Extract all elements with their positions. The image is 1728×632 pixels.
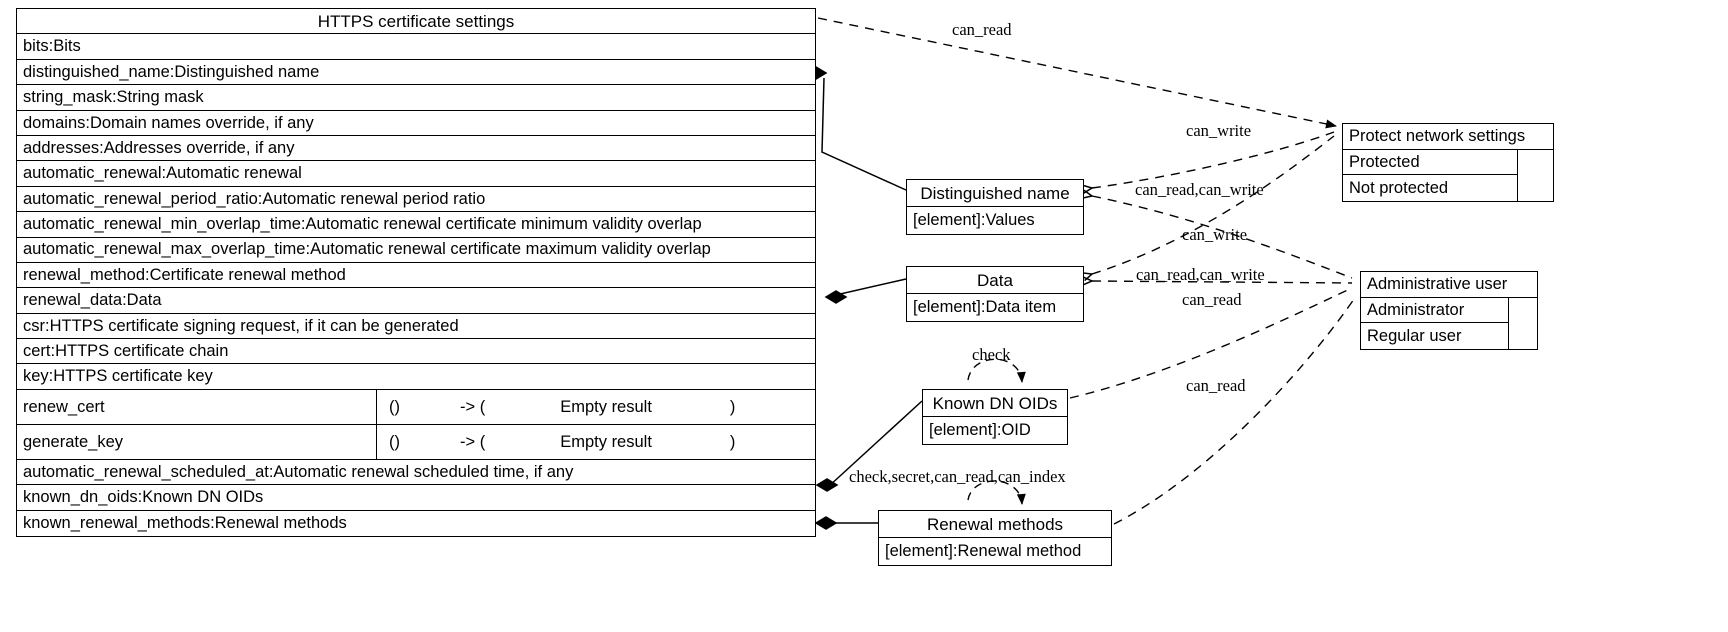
enum-value: Protected (1343, 149, 1518, 175)
composition-data (824, 278, 907, 304)
class-title: HTTPS certificate settings (17, 9, 815, 35)
edge-label-check-secret-renewal: check,secret,can_read,can_index (849, 467, 1066, 486)
attribute-row: distinguished_name:Distinguished name (17, 59, 815, 86)
attribute-row: csr:HTTPS certificate signing request, i… (17, 313, 815, 340)
edge-label-can-read-oids: can_read (1186, 376, 1246, 395)
class-distinguished-name[interactable]: Distinguished name [element]:Values (906, 179, 1084, 235)
attribute-row: [element]:Data item (907, 294, 1083, 321)
composition-renewal-methods (814, 516, 878, 530)
attribute-row: string_mask:String mask (17, 85, 815, 111)
class-data[interactable]: Data [element]:Data item (906, 266, 1084, 322)
attribute-row: domains:Domain names override, if any (17, 110, 815, 136)
operation-row: generate_key () -> ( Empty result ) (17, 424, 815, 460)
attribute-row: [element]:OID (923, 417, 1067, 444)
dep-main-protect-can-read (817, 17, 1337, 129)
operation-result: Empty result (560, 397, 652, 416)
class-https-certificate-settings[interactable]: HTTPS certificate settings bits:Bits dis… (16, 8, 816, 538)
edge-label-check-oids: check (972, 345, 1011, 364)
enum-value: Administrator (1361, 297, 1509, 323)
edge-label-can-read-can-write-dn: can_read,can_write (1135, 180, 1264, 199)
attribute-row: known_renewal_methods:Renewal methods (17, 510, 815, 537)
enum-value: Not protected (1343, 175, 1518, 201)
edge-label-can-read-can-write-data: can_read,can_write (1136, 265, 1265, 284)
attribute-row: [element]:Values (907, 207, 1083, 234)
attribute-row: automatic_renewal:Automatic renewal (17, 161, 815, 187)
class-title: Administrative user (1361, 272, 1537, 298)
attribute-row: automatic_renewal_max_overlap_time:Autom… (17, 237, 815, 263)
edge-label-can-write: can_write (1186, 121, 1252, 140)
operation-close: ) (729, 397, 736, 416)
class-known-dn-oids[interactable]: Known DN OIDs [element]:OID (922, 389, 1068, 445)
operation-close: ) (729, 432, 736, 451)
attribute-row: automatic_renewal_period_ratio:Automatic… (17, 186, 815, 213)
dep-data-protect (1082, 135, 1335, 282)
class-title: Data (907, 267, 1083, 294)
attribute-row: addresses:Addresses override, if any (17, 135, 815, 162)
attribute-row: automatic_renewal_min_overlap_time:Autom… (17, 212, 815, 238)
attribute-row: cert:HTTPS certificate chain (17, 339, 815, 365)
attribute-row: renewal_method:Certificate renewal metho… (17, 262, 815, 289)
class-renewal-methods[interactable]: Renewal methods [element]:Renewal method (878, 510, 1112, 566)
operation-params: () (389, 432, 400, 451)
class-title: Renewal methods (879, 511, 1111, 538)
operation-name: renew_cert (17, 389, 377, 424)
operation-arrow: -> ( (460, 397, 486, 416)
attribute-row: renewal_data:Data (17, 288, 815, 314)
attribute-row: bits:Bits (17, 34, 815, 60)
operation-params: () (389, 397, 400, 416)
composition-distinguished-name (804, 66, 907, 191)
attribute-row: key:HTTPS certificate key (17, 364, 815, 390)
class-title: Distinguished name (907, 180, 1083, 207)
edge-label-can-write-mid: can_write (1182, 225, 1248, 244)
operation-row: renew_cert () -> ( Empty result ) (17, 389, 815, 425)
class-title: Protect network settings (1343, 124, 1553, 150)
class-title: Known DN OIDs (923, 390, 1067, 417)
operation-signature: () -> ( Empty result ) (377, 425, 815, 459)
edge-label-can-read-data: can_read (1182, 290, 1242, 309)
attribute-row: automatic_renewal_scheduled_at:Automatic… (17, 459, 815, 486)
edge-label-can-read: can_read (952, 20, 1012, 39)
class-administrative-user[interactable]: Administrative user Administrator Regula… (1360, 271, 1538, 350)
operation-result: Empty result (560, 432, 652, 451)
operation-signature: () -> ( Empty result ) (377, 390, 815, 424)
operation-name: generate_key (17, 424, 377, 459)
attribute-row: [element]:Renewal method (879, 538, 1111, 565)
class-protect-network-settings[interactable]: Protect network settings Protected Not p… (1342, 123, 1554, 202)
attribute-row: known_dn_oids:Known DN OIDs (17, 485, 815, 511)
enum-value: Regular user (1361, 323, 1509, 349)
operation-arrow: -> ( (460, 432, 486, 451)
dep-renewal-admin (1113, 295, 1357, 525)
